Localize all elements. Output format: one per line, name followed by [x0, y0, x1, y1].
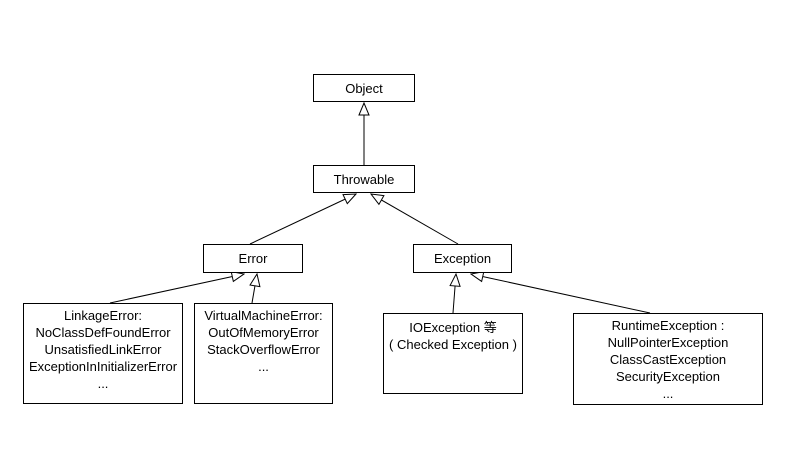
node-linkage-error: LinkageError: NoClassDefFoundError Unsat… [23, 303, 183, 404]
node-text-line: ... [258, 359, 269, 374]
inheritance-arrow-error-throwable [249, 194, 356, 245]
node-error-label: Error [238, 251, 268, 266]
node-throwable: Throwable [313, 165, 415, 193]
node-text-line: NullPointerException [607, 335, 729, 350]
node-exception-label: Exception [433, 251, 492, 266]
node-text-line: OutOfMemoryError [208, 325, 319, 340]
node-error: Error [203, 244, 303, 273]
node-text-line: UnsatisfiedLinkError [44, 342, 162, 357]
inheritance-arrow-ioe-exception [453, 274, 456, 314]
node-text-line: ExceptionInInitializerError [28, 359, 178, 374]
node-text-line: ( Checked Exception ) [389, 337, 517, 352]
node-object-label: Object [345, 80, 383, 96]
node-throwable-label: Throwable [333, 171, 395, 187]
node-text-line: LinkageError: [63, 308, 143, 323]
node-text-line: ... [97, 376, 109, 391]
inheritance-arrow-vme-error [252, 274, 257, 304]
node-text-line: NoClassDefFoundError [35, 325, 171, 340]
inheritance-arrow-exception-throwable [371, 194, 459, 245]
node-io-exception: IOException 等 ( Checked Exception ) [383, 313, 523, 394]
node-text-line: ClassCastException [609, 352, 727, 367]
inheritance-arrow-linkage-error [109, 274, 244, 304]
node-text-line: VirtualMachineError: [204, 308, 323, 323]
node-runtime-exception: RuntimeException : NullPointerException … [573, 313, 763, 405]
node-text-line: SecurityException [615, 369, 721, 384]
node-object: Object [313, 74, 415, 102]
inheritance-arrow-rte-exception [471, 274, 651, 314]
node-text-line: ... [662, 386, 674, 401]
node-exception: Exception [413, 244, 512, 273]
node-text-line: StackOverflowError [207, 342, 320, 357]
node-text-line: IOException 等 [409, 320, 497, 335]
node-text-line: RuntimeException : [611, 318, 725, 333]
node-virtual-machine-error: VirtualMachineError: OutOfMemoryError St… [194, 303, 333, 404]
